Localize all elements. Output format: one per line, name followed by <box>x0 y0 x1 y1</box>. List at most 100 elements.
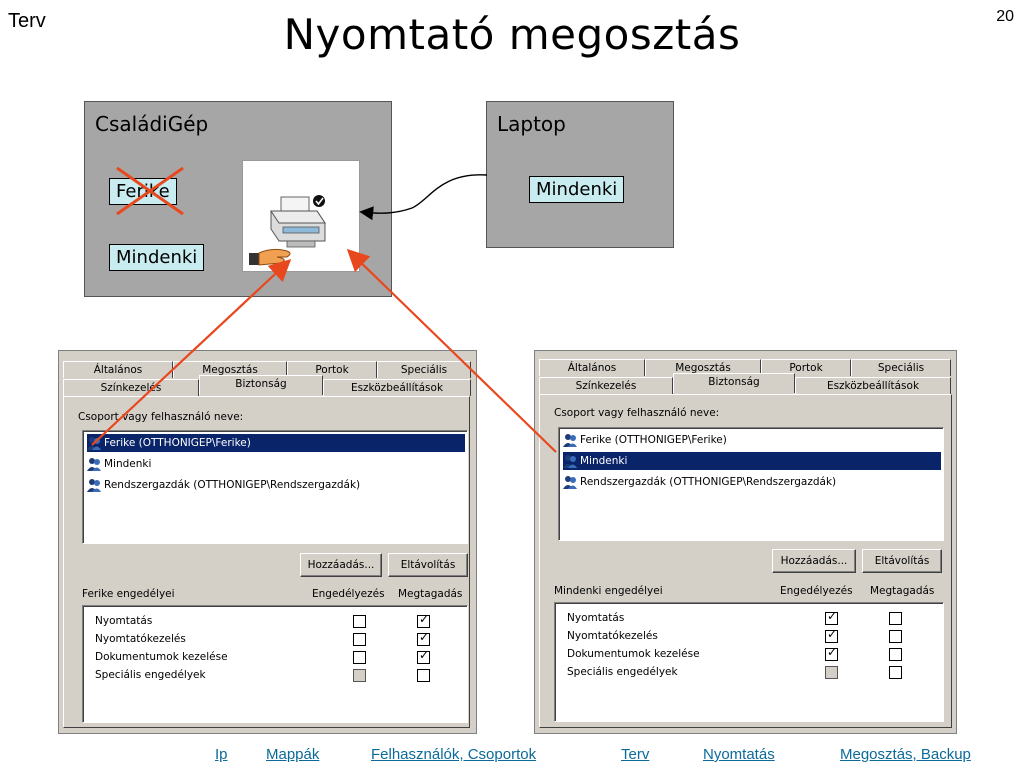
deny-checkbox[interactable] <box>889 630 902 643</box>
user-group-icon <box>563 476 577 489</box>
group-label: Csoport vagy felhasználó neve: <box>78 411 244 423</box>
list-item-label: Mindenki <box>104 458 152 470</box>
perm-header: Ferike engedélyei <box>82 588 175 600</box>
permission-row: Dokumentumok kezelése ✓ <box>95 648 463 666</box>
laptop-box: Laptop Mindenki <box>486 101 674 248</box>
list-item[interactable]: Mindenki <box>563 452 941 470</box>
corner-label: Terv <box>8 10 46 32</box>
deny-checkbox[interactable] <box>889 666 902 679</box>
remove-button[interactable]: Eltávolítás <box>388 553 468 577</box>
laptop-user-chip-mindenki: Mindenki <box>529 176 625 203</box>
tab-eszkozbeallitasok[interactable]: Eszközbeállítások <box>323 379 471 396</box>
deny-checkbox[interactable]: ✓ <box>417 648 430 664</box>
list-item[interactable]: Mindenki <box>87 455 465 473</box>
user-group-icon <box>563 455 577 468</box>
printer-card <box>242 160 360 272</box>
list-item-label: Rendszergazdák (OTTHONIGEP\Rendszergazdá… <box>580 476 837 488</box>
tab-szinkezeles[interactable]: Színkezelés <box>539 377 673 394</box>
user-group-icon <box>87 458 101 471</box>
permission-label: Dokumentumok kezelése <box>567 648 700 660</box>
user-listbox[interactable]: Ferike (OTTHONIGEP\Ferike) Mindenki Rend… <box>82 430 468 544</box>
permission-label: Speciális engedélyek <box>567 666 678 678</box>
slide-title: Nyomtató megosztás <box>283 10 741 59</box>
footer-link-terv[interactable]: Terv <box>621 746 650 763</box>
list-item[interactable]: Rendszergazdák (OTTHONIGEP\Rendszergazdá… <box>87 476 465 494</box>
host-pc-title: CsaládiGép <box>95 112 209 136</box>
allow-checkbox[interactable]: ✓ <box>825 627 838 643</box>
shared-printer-icon <box>249 195 326 266</box>
laptop-title: Laptop <box>497 112 566 136</box>
deny-checkbox[interactable]: ✓ <box>417 630 430 646</box>
permission-row: Speciális engedélyek <box>567 663 939 681</box>
permission-row: Nyomtatókezelés ✓ <box>95 630 463 648</box>
permission-row: Speciális engedélyek <box>95 666 463 684</box>
user-listbox[interactable]: Ferike (OTTHONIGEP\Ferike) Mindenki Rend… <box>558 427 944 541</box>
allow-header: Engedélyezés <box>780 585 853 597</box>
tab-panel: Csoport vagy felhasználó neve: Ferike (O… <box>63 396 470 728</box>
permission-label: Nyomtatókezelés <box>567 630 658 642</box>
allow-checkbox[interactable] <box>825 666 838 679</box>
tab-szinkezeles[interactable]: Színkezelés <box>63 379 199 396</box>
list-item[interactable]: Ferike (OTTHONIGEP\Ferike) <box>563 431 941 449</box>
permission-label: Speciális engedélyek <box>95 669 206 681</box>
list-item-label: Mindenki <box>580 455 628 467</box>
footer-link-felhasznalok[interactable]: Felhasználók, Csoportok <box>371 746 537 763</box>
group-label: Csoport vagy felhasználó neve: <box>554 407 720 419</box>
deny-checkbox[interactable] <box>417 669 430 682</box>
user-chip-mindenki: Mindenki <box>109 244 205 271</box>
tab-altalanos[interactable]: Általános <box>539 359 645 376</box>
list-item-label: Ferike (OTTHONIGEP\Ferike) <box>104 437 251 449</box>
footer-link-mappak[interactable]: Mappák <box>266 746 320 763</box>
deny-header: Megtagadás <box>870 585 935 597</box>
perm-header: Mindenki engedélyei <box>554 585 663 597</box>
allow-checkbox[interactable] <box>353 651 366 664</box>
allow-checkbox[interactable]: ✓ <box>825 609 838 625</box>
permission-label: Nyomtatókezelés <box>95 633 186 645</box>
tab-portok[interactable]: Portok <box>761 359 851 376</box>
allow-checkbox[interactable]: ✓ <box>825 645 838 661</box>
permission-label: Nyomtatás <box>95 615 153 627</box>
list-item-label: Rendszergazdák (OTTHONIGEP\Rendszergazdá… <box>104 479 361 491</box>
tab-altalanos[interactable]: Általános <box>63 361 173 378</box>
allow-header: Engedélyezés <box>312 588 385 600</box>
list-item-label: Ferike (OTTHONIGEP\Ferike) <box>580 434 727 446</box>
page-number: 20 <box>996 8 1014 25</box>
remove-button[interactable]: Eltávolítás <box>862 549 942 573</box>
tab-specialis[interactable]: Speciális <box>377 361 471 378</box>
list-item[interactable]: Ferike (OTTHONIGEP\Ferike) <box>87 434 465 452</box>
security-dialog-right: Általános Megosztás Portok Speciális Szí… <box>534 350 957 734</box>
tab-megosztas[interactable]: Megosztás <box>645 359 761 376</box>
tab-eszkozbeallitasok[interactable]: Eszközbeállítások <box>795 377 951 394</box>
add-button[interactable]: Hozzáadás... <box>772 549 856 573</box>
permission-row: Nyomtatás ✓ <box>95 612 463 630</box>
tab-biztonsag[interactable]: Biztonság <box>199 375 323 395</box>
user-group-icon <box>563 434 577 447</box>
add-button[interactable]: Hozzáadás... <box>300 553 382 577</box>
permission-row: Nyomtatókezelés ✓ <box>567 627 939 645</box>
permission-label: Nyomtatás <box>567 612 625 624</box>
user-group-icon <box>87 437 101 450</box>
allow-checkbox[interactable] <box>353 669 366 682</box>
tab-panel: Csoport vagy felhasználó neve: Ferike (O… <box>539 394 952 728</box>
tab-biztonsag[interactable]: Biztonság <box>673 373 795 393</box>
footer-link-megosztas-backup[interactable]: Megosztás, Backup <box>840 746 971 763</box>
footer-link-nyomtatas[interactable]: Nyomtatás <box>703 746 775 763</box>
permission-row: Dokumentumok kezelése ✓ <box>567 645 939 663</box>
user-group-icon <box>87 479 101 492</box>
allow-checkbox[interactable] <box>353 633 366 646</box>
permissions-list: Nyomtatás ✓ Nyomtatókezelés ✓ Dokumentum… <box>554 602 944 722</box>
list-item[interactable]: Rendszergazdák (OTTHONIGEP\Rendszergazdá… <box>563 473 941 491</box>
deny-checkbox[interactable] <box>889 612 902 625</box>
tab-specialis[interactable]: Speciális <box>851 359 951 376</box>
deny-checkbox[interactable] <box>889 648 902 661</box>
deny-header: Megtagadás <box>398 588 463 600</box>
footer-link-ip[interactable]: Ip <box>215 746 228 763</box>
allow-checkbox[interactable] <box>353 615 366 628</box>
security-dialog-left: Általános Megosztás Portok Speciális Szí… <box>58 350 477 734</box>
host-pc-box: CsaládiGép Ferike Mindenki <box>84 101 392 297</box>
permissions-list: Nyomtatás ✓ Nyomtatókezelés ✓ Dokumentum… <box>82 605 468 723</box>
permission-label: Dokumentumok kezelése <box>95 651 228 663</box>
permission-row: Nyomtatás ✓ <box>567 609 939 627</box>
deny-checkbox[interactable]: ✓ <box>417 612 430 628</box>
cross-icon <box>116 166 184 216</box>
